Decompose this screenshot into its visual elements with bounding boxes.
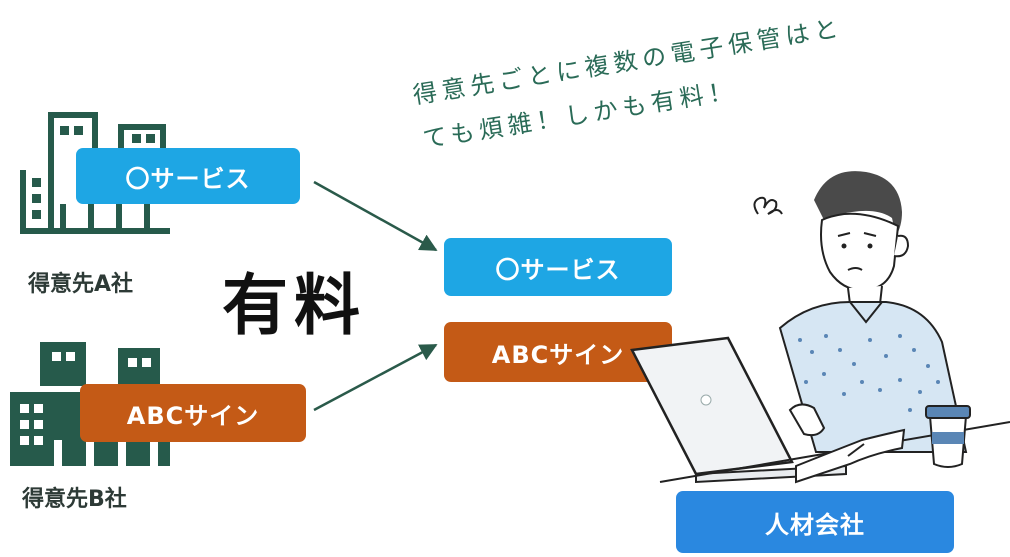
client-a-service-pill: 〇サービス	[76, 148, 300, 204]
center-service-label-1: 〇サービス	[495, 255, 621, 284]
staffing-company-pill: 人材会社	[676, 491, 954, 553]
center-service-pill-1: 〇サービス	[444, 238, 672, 296]
arrow-b-icon	[313, 343, 438, 412]
client-b-service-pill: ABCサイン	[80, 384, 306, 442]
staffing-company-label: 人材会社	[765, 510, 865, 539]
client-b-label: 得意先B社	[22, 487, 127, 512]
client-a-service-label: 〇サービス	[125, 164, 251, 193]
worry-scribble-icon	[753, 196, 783, 215]
client-b-service-label: ABCサイン	[126, 401, 260, 430]
center-service-label-2: ABCサイン	[491, 340, 625, 369]
building-a-icon	[20, 112, 170, 234]
fee-label: 有料	[222, 267, 366, 344]
arrow-a-icon	[313, 180, 438, 252]
client-a-label: 得意先A社	[28, 272, 134, 297]
worried-person-illustration	[630, 171, 1010, 484]
